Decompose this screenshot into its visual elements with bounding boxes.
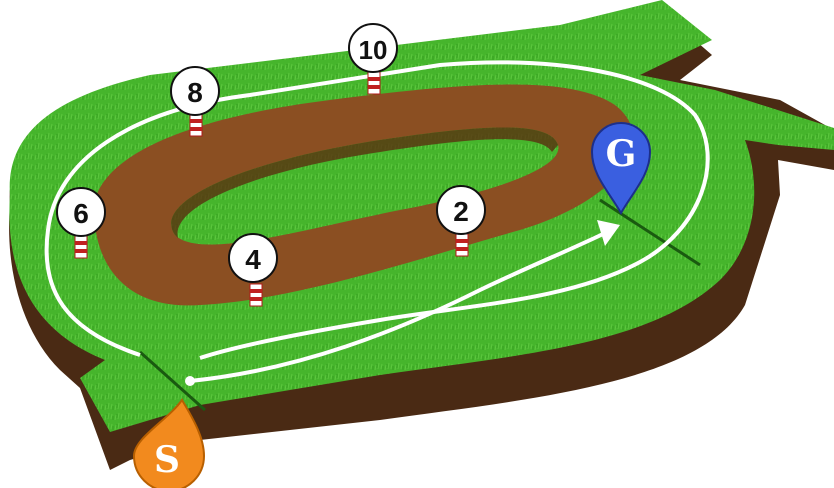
goal-pin: G — [590, 122, 652, 216]
furlong-marker-2: 2 — [436, 185, 486, 257]
furlong-marker-10: 10 — [348, 23, 398, 95]
furlong-marker-4: 4 — [228, 233, 278, 307]
start-label: S — [154, 439, 180, 481]
route-arrow — [189, 232, 604, 383]
rail-line — [44, 60, 710, 360]
furlong-marker-6: 6 — [56, 187, 106, 259]
furlong-label-8: 8 — [187, 77, 203, 108]
start-pin: S — [132, 398, 206, 488]
furlong-label-6: 6 — [73, 198, 89, 229]
route-start-dot — [185, 376, 195, 386]
furlong-label-10: 10 — [359, 35, 388, 65]
route-arrowhead — [597, 220, 620, 246]
furlong-label-2: 2 — [453, 196, 469, 227]
furlong-label-4: 4 — [245, 244, 261, 275]
start-line — [139, 350, 206, 412]
dirt-track — [93, 84, 634, 306]
goal-label: G — [606, 133, 637, 175]
furlong-marker-8: 8 — [170, 66, 220, 137]
finish-line — [599, 198, 701, 267]
